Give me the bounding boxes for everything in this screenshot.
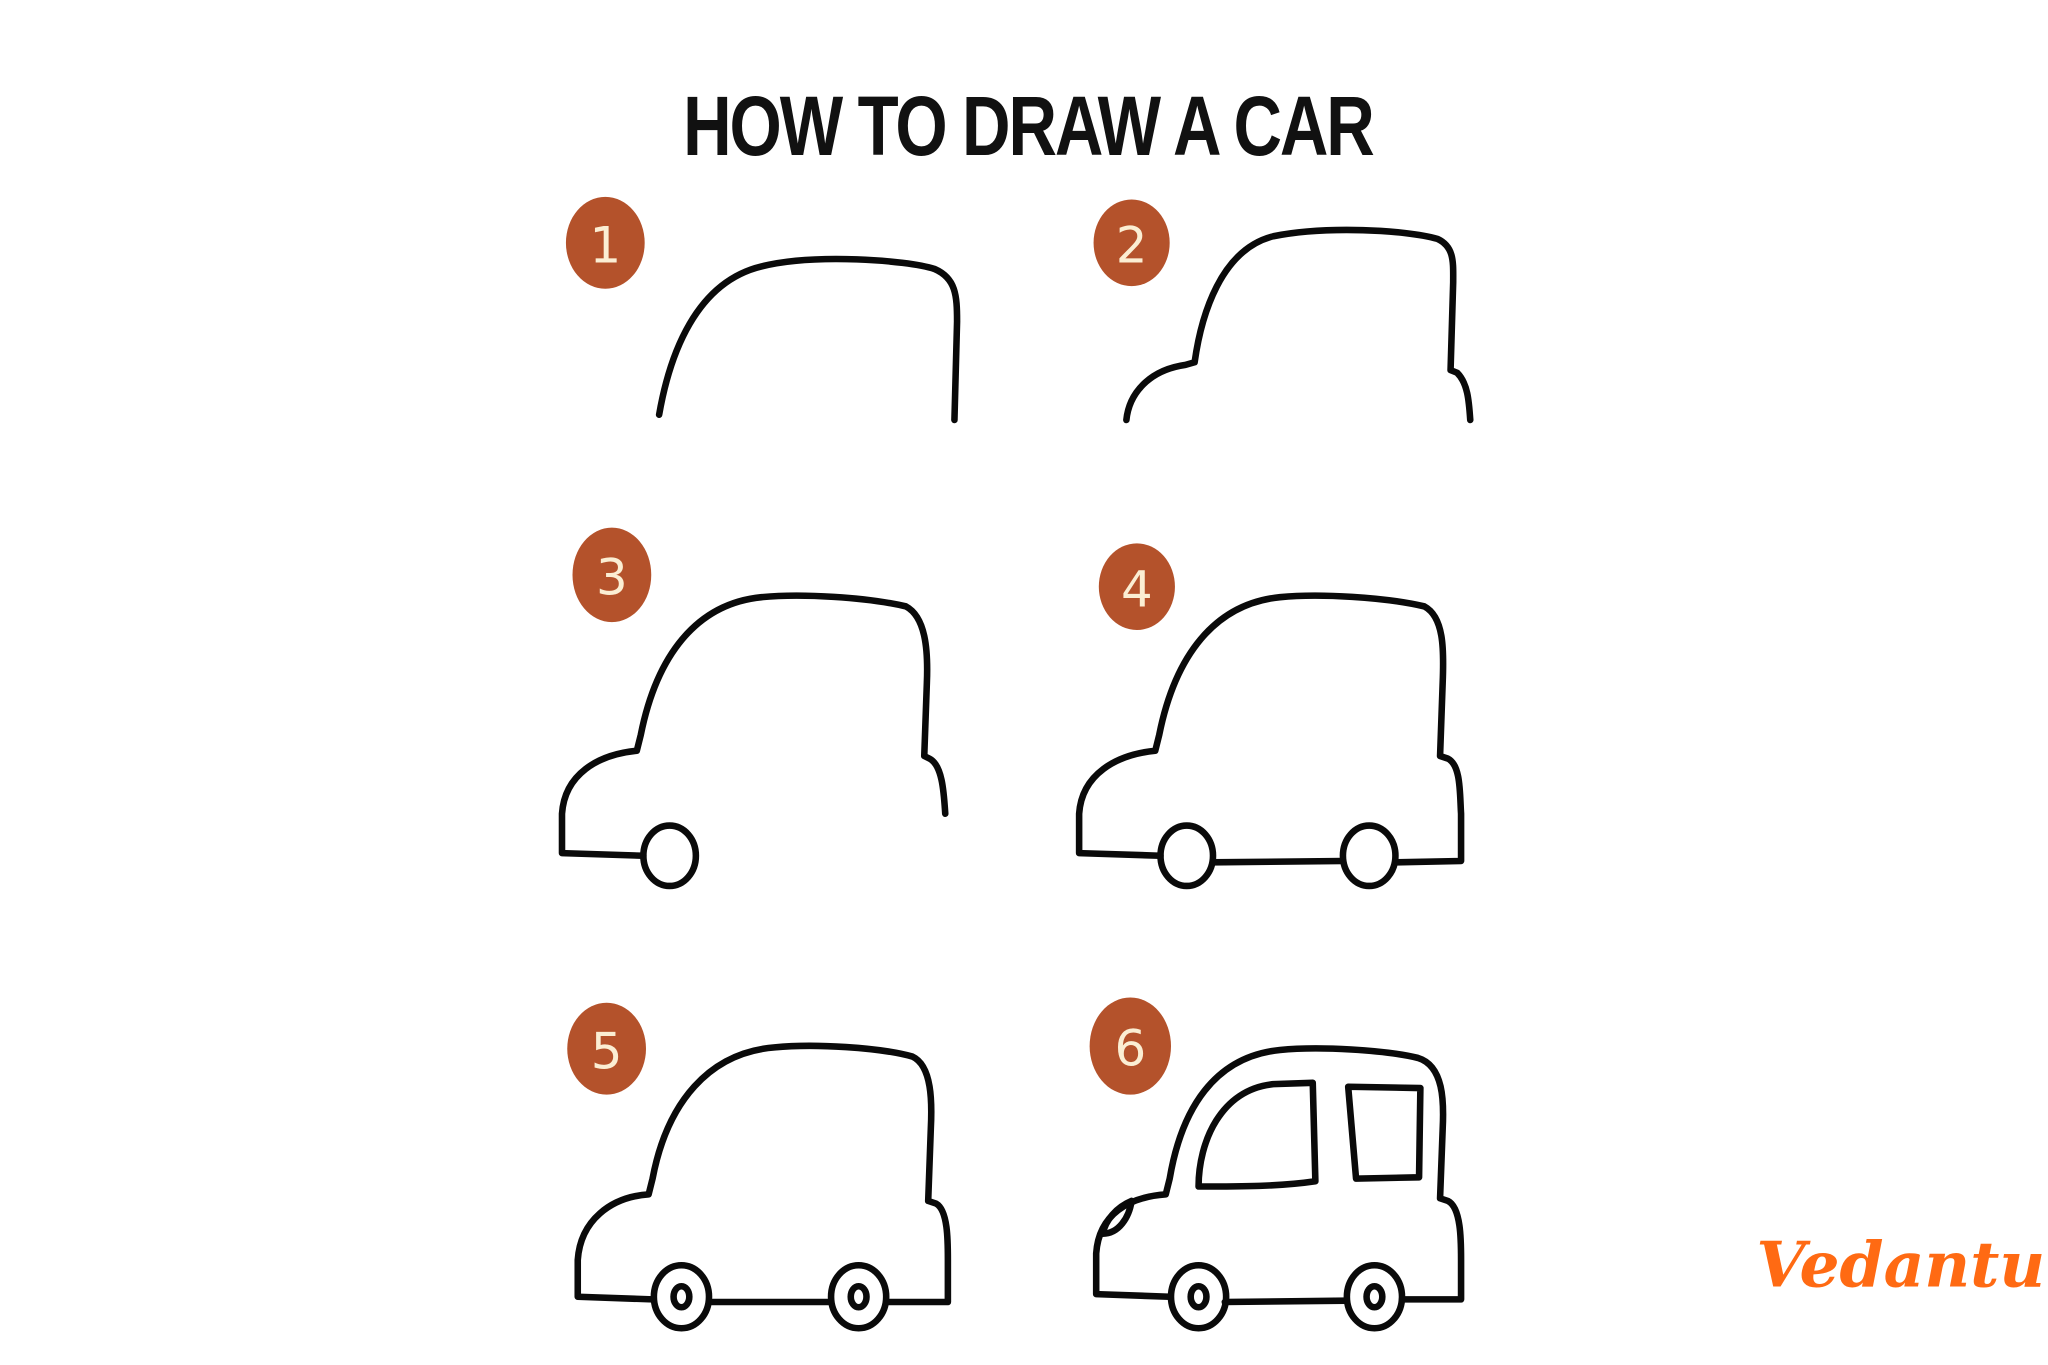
step-2: 2 bbox=[1093, 199, 1474, 424]
car-outline bbox=[558, 592, 949, 860]
front-hubcap bbox=[1187, 1282, 1210, 1311]
rear-hubcap bbox=[847, 1282, 870, 1311]
rear-window bbox=[1344, 1083, 1424, 1182]
front-wheel bbox=[650, 1261, 713, 1332]
step-badge bbox=[572, 527, 652, 623]
headlight bbox=[1099, 1197, 1135, 1238]
step-number: 5 bbox=[591, 1022, 623, 1080]
car-outline bbox=[574, 1042, 952, 1306]
step-number: 3 bbox=[596, 549, 628, 607]
car-outline bbox=[1092, 1045, 1465, 1306]
step-badge bbox=[567, 1002, 646, 1095]
step-4: 4 bbox=[1075, 543, 1465, 890]
page-title: HOW TO DRAW A CAR bbox=[683, 80, 1374, 174]
front-wheel bbox=[1157, 822, 1217, 890]
rear-hubcap bbox=[1363, 1282, 1386, 1311]
step-badge bbox=[1098, 543, 1175, 630]
rear-wheel bbox=[827, 1261, 890, 1332]
step-number: 2 bbox=[1116, 216, 1148, 274]
rear-wheel bbox=[1339, 822, 1399, 890]
step-badge bbox=[1093, 199, 1170, 287]
step-5: 5 bbox=[567, 1002, 952, 1332]
vedantu-logo: Vedantu bbox=[1756, 1227, 2045, 1301]
step-number: 6 bbox=[1114, 1020, 1146, 1078]
wheel bbox=[640, 822, 700, 890]
step-number: 4 bbox=[1121, 560, 1153, 618]
front-wheel bbox=[1167, 1261, 1230, 1332]
rear-wheel bbox=[1343, 1261, 1406, 1332]
car-outline bbox=[1075, 592, 1465, 866]
step-3: 3 bbox=[558, 527, 949, 890]
step-number: 1 bbox=[589, 216, 621, 274]
car-outline bbox=[655, 255, 961, 424]
step-badge bbox=[565, 196, 645, 289]
front-hubcap bbox=[670, 1282, 693, 1311]
step-1: 1 bbox=[565, 196, 961, 424]
car-outline bbox=[1123, 226, 1474, 424]
step-6: 6 bbox=[1089, 997, 1465, 1332]
front-window bbox=[1195, 1079, 1319, 1190]
step-badge bbox=[1089, 997, 1171, 1095]
